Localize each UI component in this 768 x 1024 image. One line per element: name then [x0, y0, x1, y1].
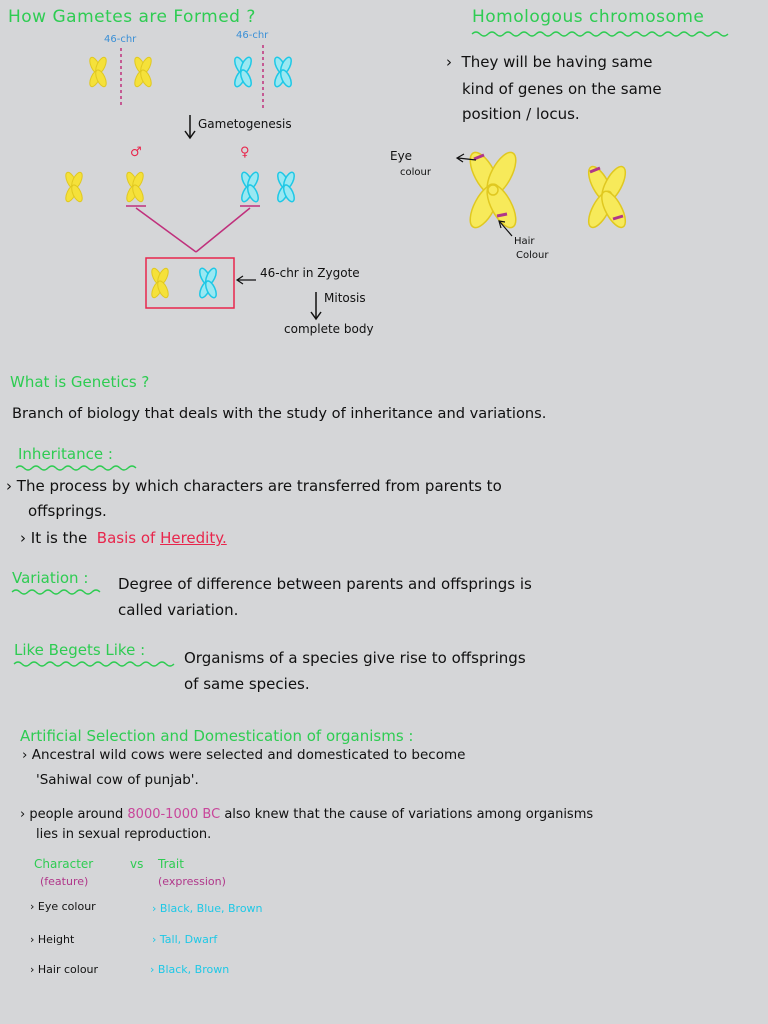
- gametes-title: How Gametes are Formed ?: [8, 7, 256, 27]
- cyan-chromosome: [274, 170, 298, 204]
- gametes-diagram: [63, 31, 729, 321]
- inheritance-underline: [15, 465, 137, 471]
- cyan-chromosome: [271, 55, 295, 89]
- hair-label: Hair: [514, 236, 535, 247]
- table-row-character: › Hair colour: [30, 963, 99, 976]
- table-row-trait: › Black, Brown: [150, 963, 230, 976]
- artificial-line4: lies in sexual reproduction.: [36, 827, 212, 842]
- artificial-line1: › Ancestral wild cows were selected and …: [22, 747, 466, 763]
- variation-line2: called variation.: [118, 601, 239, 619]
- artificial-line3: › people around 8000-1000 BC also knew t…: [20, 807, 594, 822]
- male-symbol: ♂: [130, 145, 142, 160]
- homologous-desc-line2: kind of genes on the same: [462, 80, 662, 98]
- inheritance-line2: offsprings.: [28, 502, 107, 520]
- genetics-heading: What is Genetics ?: [10, 373, 150, 391]
- table-header-vs: vs: [130, 857, 144, 871]
- homologous-desc-line3: position / locus.: [462, 105, 580, 123]
- zygote-label: 46-chr in Zygote: [260, 266, 360, 280]
- homologous-title: Homologous chromosome: [472, 7, 705, 27]
- yellow-chromosome: [63, 170, 85, 204]
- chr-label-left: 46-chr: [104, 34, 137, 45]
- artificial-line2: 'Sahiwal cow of punjab'.: [36, 772, 199, 788]
- variation-line1: Degree of difference between parents and…: [118, 575, 532, 593]
- table-row-character: › Height: [30, 933, 75, 946]
- table-header-character: Character: [34, 857, 94, 871]
- table-row-character: › Eye colour: [30, 900, 96, 913]
- homologous-chromosome-right: [587, 165, 627, 229]
- cyan-chromosome: [196, 266, 220, 300]
- yellow-chromosome: [149, 266, 171, 300]
- yellow-chromosome: [87, 55, 109, 89]
- yellow-chromosome: [124, 170, 146, 204]
- variation-underline: [11, 589, 101, 595]
- female-symbol: ♀: [240, 145, 250, 160]
- table-header-trait: Trait: [158, 857, 184, 871]
- cyan-chromosome: [231, 55, 255, 89]
- yellow-chromosome: [132, 55, 154, 89]
- like-begets-heading: Like Begets Like :: [14, 641, 146, 659]
- hair-colour-label: Colour: [516, 250, 549, 261]
- variation-heading: Variation :: [12, 569, 89, 587]
- artificial-heading: Artificial Selection and Domestication o…: [20, 727, 414, 745]
- zygote-box: [145, 257, 235, 309]
- eye-colour-label: colour: [400, 167, 431, 178]
- complete-body-label: complete body: [284, 322, 374, 336]
- homologous-desc-line1: › They will be having same: [446, 53, 653, 71]
- table-sub-character: (feature): [40, 875, 89, 888]
- inheritance-heading: Inheritance :: [18, 445, 113, 463]
- chr-label-right: 46-chr: [236, 30, 269, 41]
- inheritance-line3: › It is the Basis of Heredity.: [20, 529, 227, 547]
- cyan-chromosome: [238, 170, 262, 204]
- gametogenesis-label: Gametogenesis: [198, 117, 292, 131]
- homologous-chromosome-left: [469, 151, 517, 229]
- eye-label: Eye: [390, 149, 413, 163]
- like-begets-underline: [13, 661, 175, 667]
- like-begets-line1: Organisms of a species give rise to offs…: [184, 649, 526, 667]
- genetics-definition: Branch of biology that deals with the st…: [12, 405, 547, 422]
- like-begets-line2: of same species.: [184, 675, 310, 693]
- mitosis-label: Mitosis: [324, 291, 366, 305]
- table-row-trait: › Tall, Dwarf: [152, 933, 218, 946]
- table-sub-trait: (expression): [158, 875, 226, 888]
- table-row-trait: › Black, Blue, Brown: [152, 902, 263, 915]
- inheritance-line1: › The process by which characters are tr…: [6, 477, 502, 495]
